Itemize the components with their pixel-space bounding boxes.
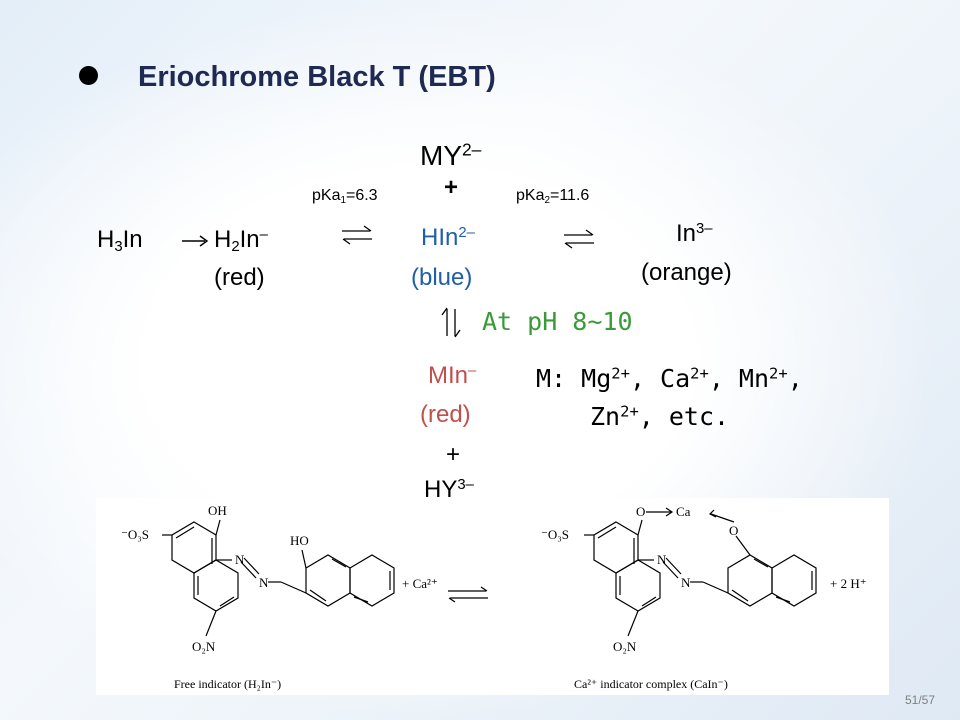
hin-species: HIn2– [421,224,475,251]
my-species: MY2– [420,139,482,171]
plus-top: + [444,174,459,201]
ca-label: Ca [676,504,691,519]
equilibrium-icon-1 [342,225,372,245]
metals-line-1: M: Mg2+, Ca2+, Mn2+, [536,364,803,393]
h3in-species: H3In [97,226,143,256]
left-caption: Free indicator (H₂In⁻) [174,677,281,691]
vertical-equilibrium-icon [441,307,461,338]
n-label-left-2: N [259,575,269,590]
structure-panel: OH HO ⁻O₃S O₂N N N + Ca²⁺ Free indicator… [96,498,889,695]
slide-number: 51/57 [905,693,936,707]
n-label-right-2: N [681,575,691,590]
plus-bottom: + [446,441,461,468]
o-label-1: O [636,504,645,519]
plus-ca-label: + Ca²⁺ [402,576,438,591]
slide-title: Eriochrome Black T (EBT) [138,61,496,93]
plus-2h-label: + 2 H⁺ [830,576,867,591]
in-species: In3– [676,220,713,247]
min-species: MIn– [428,362,477,389]
n-label-right-1: N [657,552,667,567]
oh-label: OH [208,503,227,518]
h2in-color-label: (red) [214,264,265,291]
o2n-right-label: O₂N [613,639,637,654]
o2n-left-label: O₂N [192,639,216,654]
min-color-label: (red) [420,401,471,428]
o3s-left-label: ⁻O₃S [121,527,149,542]
right-caption: Ca²⁺ indicator complex (CaIn⁻) [574,677,728,691]
ph-condition: At pH 8~10 [482,307,633,336]
in-color-label: (orange) [641,259,732,286]
pka1-label: pKa1=6.3 [312,187,378,206]
o3s-right-label: ⁻O₃S [541,527,569,542]
n-label-left-1: N [235,552,245,567]
bullet-icon [79,66,98,85]
ho-label: HO [290,533,309,548]
hin-color-label: (blue) [411,264,473,291]
right-arrow-icon [182,235,209,247]
metals-line-2: Zn2+, etc. [590,402,730,431]
equilibrium-icon-2 [564,229,594,249]
h2in-species: H2In– [214,226,268,256]
o-label-2: O [729,523,738,538]
structure-drawing: OH HO ⁻O₃S O₂N N N + Ca²⁺ Free indicator… [121,503,867,691]
hy-species: HY3– [424,476,474,503]
pka2-label: pKa2=11.6 [516,187,590,206]
